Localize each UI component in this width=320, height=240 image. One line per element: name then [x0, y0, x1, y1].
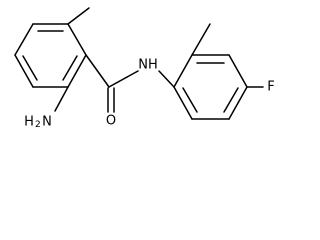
right-ring-bond-1: [173, 54, 193, 88]
nitrogen-to-right-ring-bond: [158, 70, 175, 88]
fluoro-label: F: [267, 80, 274, 95]
right-ring-inner-double-3: [182, 87, 198, 113]
right-benzene-ring: [173, 54, 248, 120]
aryl-to-carbonyl-bond: [85, 54, 110, 88]
amino-h-label: H: [24, 115, 34, 130]
amide-nitrogen-label: NH: [138, 58, 158, 73]
left-ring-bond-5: [14, 54, 34, 88]
right-ring-inner-double-2: [223, 87, 239, 113]
carbonyl-oxygen-label: O: [106, 114, 116, 129]
amino-n-label: N: [42, 115, 52, 130]
left-ring-bond-3: [67, 54, 87, 88]
left-ring-bond-6: [14, 23, 34, 56]
left-ring-inner-double-3: [22, 55, 38, 81]
right-ring-bond-4: [228, 86, 248, 120]
chemical-structure-diagram: H 2 N O NH F: [14, 7, 275, 131]
amino-bond: [54, 86, 69, 112]
right-ring-bond-3: [228, 54, 248, 88]
carbonyl-to-nitrogen-bond: [108, 70, 139, 88]
right-ring-bond-6: [173, 86, 193, 120]
left-benzene-ring: [14, 23, 87, 88]
left-ring-inner-double-2: [62, 55, 78, 81]
left-ring-bond-2: [67, 23, 87, 56]
right-methyl-bond: [191, 23, 211, 56]
amino-subscript-label: 2: [35, 120, 41, 130]
amino-label: H 2 N: [24, 115, 52, 131]
left-methyl-bond: [67, 7, 90, 25]
